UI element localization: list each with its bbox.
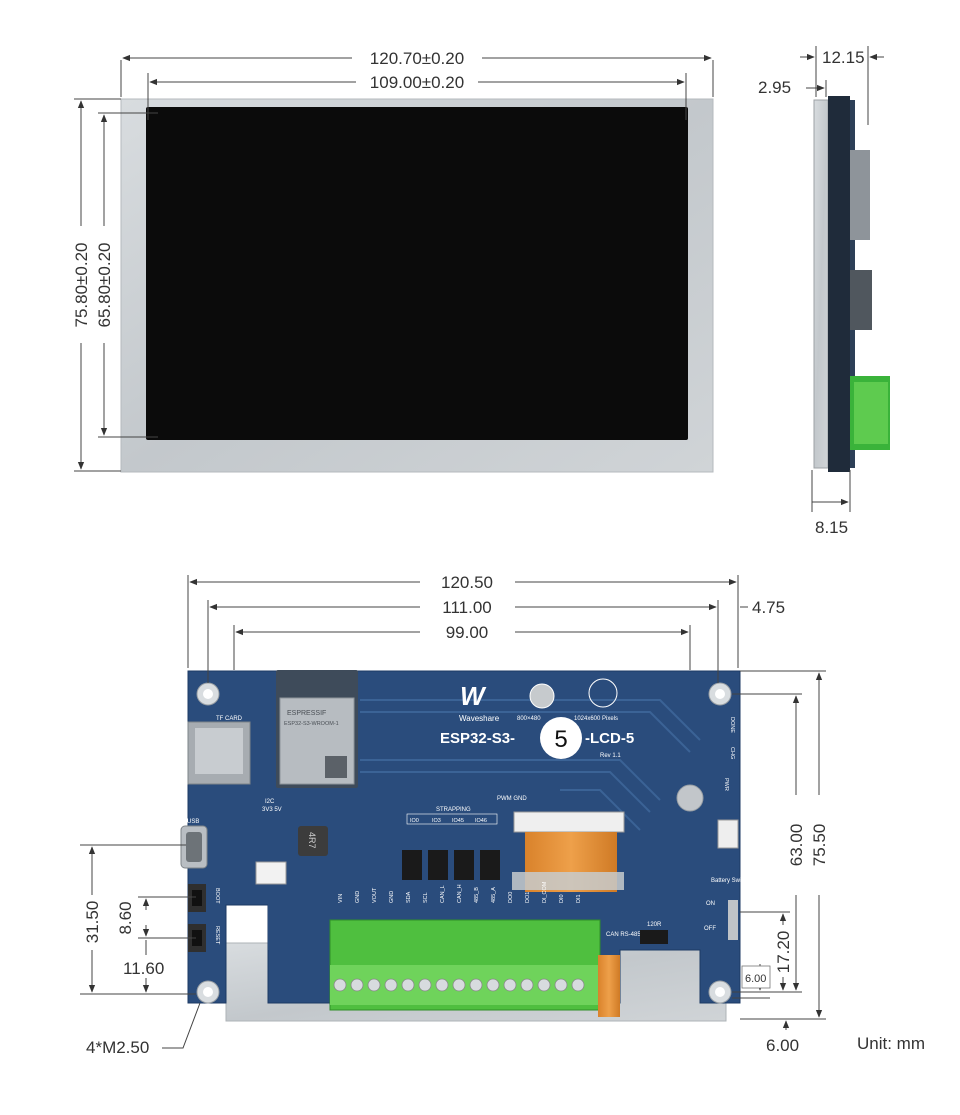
voltage-select-label: 3V3 5V	[262, 807, 282, 813]
back-height-holes-label: 63.00	[787, 824, 806, 867]
termination-label: 120R	[647, 922, 662, 928]
model-left-label: ESP32-S3-	[440, 730, 515, 747]
inductor	[298, 826, 328, 856]
io46-label: IO46	[475, 818, 487, 824]
resolution-indicator-empty	[588, 678, 618, 708]
module-name-label: ESP32-S3-WROOM-1	[284, 721, 339, 727]
revision-label: Rev 1.1	[600, 753, 621, 759]
i2c-connector	[255, 861, 287, 885]
front-view: 120.70±0.20 109.00±0.20 75.80±0.20 65.80…	[72, 49, 714, 473]
terminal-label: DO1	[525, 892, 531, 903]
terminal-screws	[333, 978, 585, 992]
side-bottom-depth-label: 8.15	[815, 518, 848, 537]
pcb-traces	[360, 699, 701, 831]
inductor-label: 4R7	[307, 832, 317, 849]
terminal-label: DI_COM	[542, 881, 548, 903]
svg-text:W: W	[460, 681, 487, 711]
strapping-area: STRAPPING IO0 IO3 IO45 IO46	[402, 807, 500, 880]
back-right-offset-label: 4.75	[752, 598, 785, 617]
strapping-label: STRAPPING	[436, 807, 471, 813]
terminal-label: VIN	[338, 894, 344, 903]
size-badge	[540, 717, 582, 759]
battery-switch	[728, 900, 738, 940]
back-bottom-offset-label: 6.00	[766, 1036, 799, 1055]
back-width-total-label: 120.50	[441, 573, 493, 592]
back-right-small-label: 6.00	[745, 973, 766, 985]
model-right-label: -LCD-5	[585, 730, 634, 747]
front-active-height-label: 65.80±0.20	[95, 243, 114, 328]
switch-on-label: ON	[706, 901, 715, 907]
resolution-b-label: 1024x600 Pixels	[574, 716, 618, 722]
boot-label: BOOT	[214, 888, 220, 904]
rtc-battery	[676, 784, 704, 812]
unit-label: Unit: mm	[857, 1034, 925, 1053]
lcd-screen	[146, 107, 688, 440]
terminal-label: DI0	[559, 894, 565, 903]
side-view: 12.15 2.95 8.15	[758, 46, 890, 537]
fpc-connector	[513, 811, 625, 833]
terminal-label: DO0	[508, 892, 514, 903]
boot-reset-buttons: BOOT RESET	[188, 884, 220, 952]
front-active-width-label: 109.00±0.20	[370, 73, 464, 92]
brand-label: Waveshare	[459, 714, 500, 723]
back-view: ESPRESSIF ESP32-S3-WROOM-1 TF CARD USB B…	[80, 573, 829, 1057]
battery-connector	[717, 819, 739, 849]
waveshare-logo: W Waveshare	[459, 681, 500, 723]
side-total-depth-label: 12.15	[822, 48, 865, 67]
terminal-label: SCL	[423, 892, 429, 903]
terminal-label: GND	[389, 891, 395, 903]
module-brand-label: ESPRESSIF	[287, 710, 326, 717]
resolution-indicator	[529, 683, 555, 709]
side-sd-slot	[850, 150, 870, 240]
terminal-label: CAN_H	[457, 884, 463, 903]
io45-label: IO45	[452, 818, 464, 824]
terminal-label: CAN_L	[440, 885, 446, 903]
chg-label: CHG	[729, 747, 735, 759]
size-badge-label: 5	[554, 726, 567, 753]
terminal-label: 485_A	[491, 887, 497, 903]
back-right-lower-label: 17.20	[774, 931, 793, 974]
back-width-inner-label: 99.00	[446, 623, 489, 642]
done-label: DONE	[729, 717, 735, 733]
back-left-low-label: 11.60	[123, 959, 164, 978]
terminal-label: SDA	[406, 891, 412, 903]
i2c-label: I2C	[265, 799, 275, 805]
terminal-label: GND	[355, 891, 361, 903]
side-usb-port	[850, 270, 872, 330]
side-panel	[813, 99, 829, 469]
usb-c-port: USB	[180, 819, 208, 869]
battery-switch-label: Battery Switch	[711, 878, 749, 884]
terminal-label: 485_B	[474, 887, 480, 903]
tf-card-label: TF CARD	[216, 716, 243, 722]
switch-off-label: OFF	[704, 926, 716, 932]
terminal-label: DI1	[576, 894, 582, 903]
can-rs485-label: CAN RS-485	[606, 932, 641, 938]
reset-label: RESET	[214, 926, 220, 945]
front-overall-height-label: 75.80±0.20	[72, 243, 91, 328]
terminal-label: VOUT	[372, 887, 378, 903]
back-left-mid-label: 8.60	[116, 901, 135, 934]
resolution-a-label: 800×480	[517, 716, 541, 722]
io3-label: IO3	[432, 818, 441, 824]
mounting-holes	[196, 682, 732, 1004]
back-height-total-label: 75.50	[810, 824, 829, 867]
side-panel-thickness-label: 2.95	[758, 78, 791, 97]
side-pcb	[828, 96, 850, 472]
terminal-block	[329, 919, 620, 1017]
front-overall-width-label: 120.70±0.20	[370, 49, 464, 68]
pwr-label: PWR	[723, 778, 729, 791]
esp32-module: ESPRESSIF ESP32-S3-WROOM-1	[276, 670, 358, 788]
tf-card-slot: TF CARD	[187, 716, 251, 785]
usb-label: USB	[187, 819, 199, 825]
io0-label: IO0	[410, 818, 419, 824]
back-width-holes-label: 111.00	[442, 598, 491, 617]
terminal-labels: VIN GND VOUT GND SDA SCL CAN_L CAN_H 485…	[338, 881, 582, 903]
back-left-height-label: 31.50	[83, 901, 102, 944]
hole-callout-label: 4*M2.50	[86, 1038, 149, 1057]
dip-switch	[640, 930, 668, 944]
pwm-gnd-label: PWM GND	[497, 796, 527, 802]
